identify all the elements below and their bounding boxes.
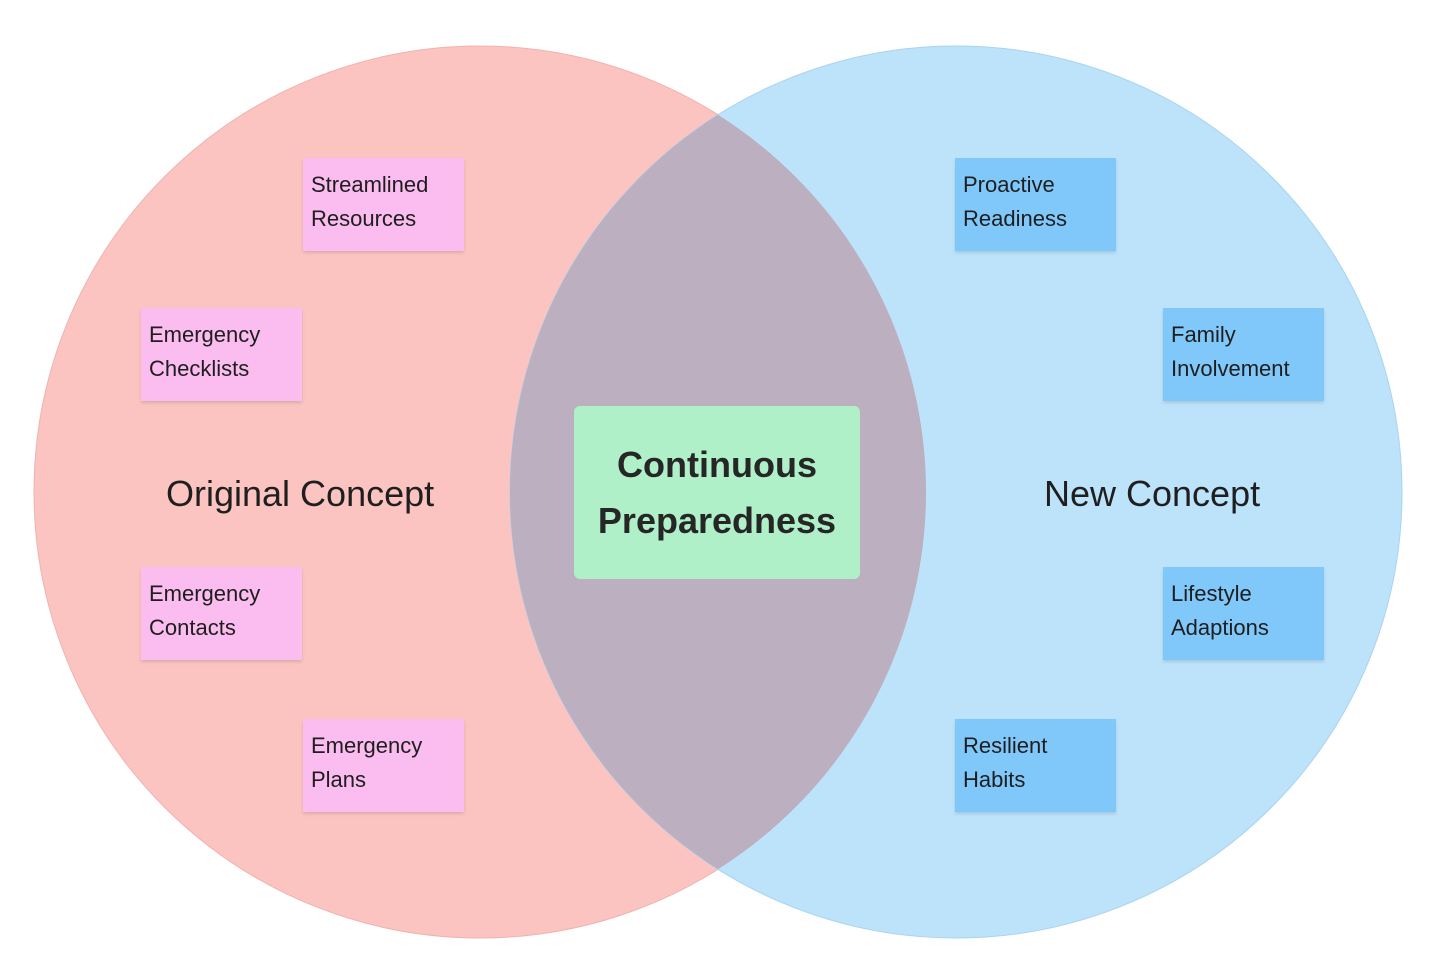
shared-concept-line: Continuous [617, 443, 817, 485]
note-line: Proactive [963, 172, 1055, 197]
shared-concept-box[interactable]: Continuous Preparedness [574, 406, 860, 579]
sticky-note-streamlined-resources[interactable]: Streamlined Resources [303, 158, 464, 251]
note-line: Emergency [149, 322, 261, 347]
overlap-region [510, 46, 926, 938]
sticky-note-emergency-checklists[interactable]: Emergency Checklists [141, 308, 302, 401]
note-line: Contacts [149, 615, 236, 640]
sticky-note-resilient-habits[interactable]: Resilient Habits [955, 719, 1116, 812]
note-line: Streamlined [311, 172, 429, 197]
sticky-note-lifestyle-adaptions[interactable]: Lifestyle Adaptions [1163, 567, 1324, 660]
original-concept-label: Original Concept [166, 473, 435, 514]
note-line: Habits [963, 767, 1026, 792]
shared-concept-line: Preparedness [597, 499, 837, 541]
new-concept-label: New Concept [1044, 473, 1261, 514]
note-line: Checklists [149, 356, 250, 381]
sticky-note-family-involvement[interactable]: Family Involvement [1163, 308, 1324, 401]
note-line: Readiness [963, 206, 1067, 231]
note-line: Lifestyle [1171, 581, 1252, 606]
sticky-note-emergency-plans[interactable]: Emergency Plans [303, 719, 464, 812]
note-line: Adaptions [1171, 615, 1269, 640]
note-line: Involvement [1171, 356, 1290, 381]
sticky-note-emergency-contacts[interactable]: Emergency Contacts [141, 567, 302, 660]
note-line: Resources [311, 206, 417, 231]
note-line: Emergency [311, 733, 423, 758]
note-line: Emergency [149, 581, 261, 606]
note-line: Plans [311, 767, 367, 792]
note-line: Resilient [963, 733, 1048, 758]
sticky-note-proactive-readiness[interactable]: Proactive Readiness [955, 158, 1116, 251]
note-line: Family [1171, 322, 1236, 347]
